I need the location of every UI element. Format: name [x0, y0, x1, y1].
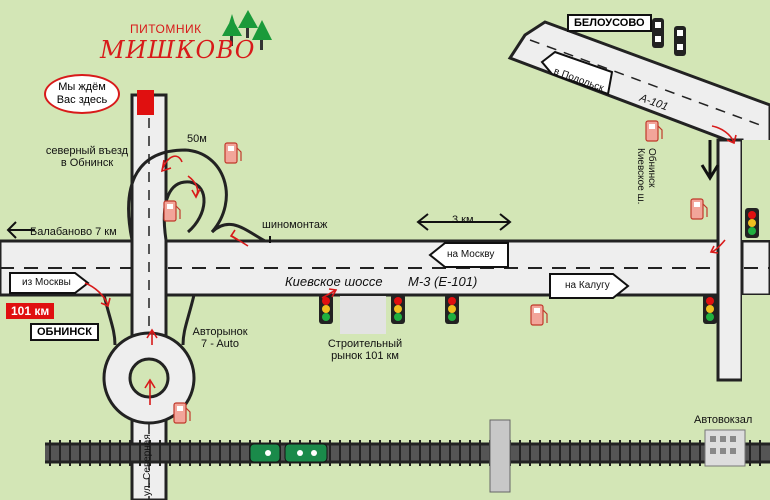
obninsk-sign: ОБНИНСК	[30, 323, 99, 341]
building-market-lot	[340, 296, 386, 334]
train-car-2	[284, 443, 328, 463]
obninsk-kiev-label: Обнинск Киевское ш.	[635, 148, 657, 204]
north-exit-label: северный въезд в Обнинск	[32, 145, 142, 169]
railway	[45, 444, 770, 462]
obninsk-kiev-line-1: Обнинск	[646, 148, 657, 188]
to-podolsk-sign	[540, 50, 614, 96]
distance-3km-label: 3 км	[452, 214, 474, 226]
from-moscow-label: из Москвы	[22, 277, 71, 288]
from-moscow-sign	[9, 272, 90, 294]
traffic-light-icon	[703, 294, 717, 324]
highway-code: М-3 (Е-101)	[408, 274, 478, 289]
callout-line-2: Вас здесь	[56, 94, 108, 106]
nursery-marker	[137, 90, 154, 115]
callout-line-1: Мы ждём	[58, 81, 106, 93]
cars-icon	[652, 18, 686, 56]
fuel-station-icon	[173, 402, 191, 424]
fuel-station-icon	[224, 142, 242, 164]
nursery-title: МИШКОВО	[100, 36, 256, 64]
nursery-title-small: ПИТОМНИК	[130, 22, 202, 36]
fuel-station-icon	[163, 200, 181, 222]
balabanovo-label: Балабаново 7 км	[30, 226, 117, 238]
down-arrow-icon	[700, 140, 720, 181]
to-moscow-sign	[428, 242, 509, 268]
highway-name: Киевское шоссе	[285, 274, 383, 289]
auto-market-label: Авторынок 7 - Auto	[180, 326, 260, 350]
traffic-light-icon	[319, 294, 333, 324]
callout-bubble: Мы ждём Вас здесь	[44, 74, 120, 114]
bus-station-label: Автовокзал	[694, 414, 753, 426]
building-market-line-2: рынок 101 км	[331, 350, 399, 362]
traffic-light-icon	[445, 294, 459, 324]
tire-service-label: шиномонтаж	[262, 219, 328, 231]
a101-road	[507, 20, 770, 147]
to-kaluga-sign	[549, 273, 630, 299]
right-road	[716, 138, 744, 382]
auto-market-line-1: Авторынок	[192, 326, 248, 338]
street-label: ул. Северная	[142, 434, 153, 496]
north-loop	[127, 148, 228, 241]
distance-50m-label: 50м	[187, 133, 207, 145]
north-exit-line-2: в Обнинск	[60, 157, 114, 169]
building-market-label: Строительный рынок 101 км	[310, 338, 420, 362]
rail-bridge	[489, 419, 511, 493]
north-exit-line-1: северный въезд	[45, 145, 129, 157]
auto-market-line-2: 7 - Auto	[201, 338, 239, 350]
route-arrows	[84, 125, 737, 405]
to-kaluga-label: на Калугу	[565, 280, 610, 291]
trees-icon	[222, 10, 272, 50]
km101-sign: 101 км	[6, 303, 55, 319]
traffic-light-icon	[745, 208, 759, 238]
balabanovo-arrow-icon	[6, 221, 35, 239]
fuel-station-icon	[645, 120, 663, 142]
obninsk-kiev-line-2: Киевское ш.	[635, 148, 646, 205]
to-moscow-label: на Москву	[447, 249, 495, 260]
building-market-line-1: Строительный	[327, 338, 403, 350]
fuel-station-icon	[690, 198, 708, 220]
distance-arrow-icon	[416, 213, 512, 231]
belousovo-sign: БЕЛОУСОВО	[567, 14, 652, 32]
traffic-light-icon	[391, 294, 405, 324]
fuel-station-icon	[530, 304, 548, 326]
